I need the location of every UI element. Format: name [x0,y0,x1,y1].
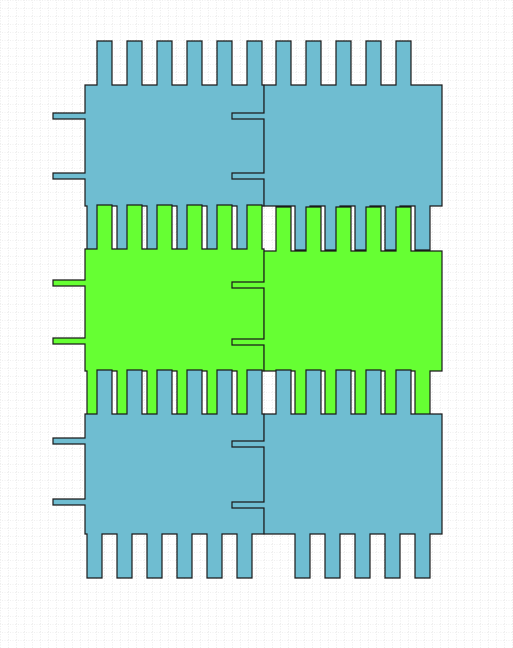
green-piece-middle-right [231,206,443,416]
blue-piece-bottom-right [231,369,443,579]
green-piece-middle-left [52,204,265,416]
blue-piece-bottom-left [52,369,265,579]
blue-piece-top-left [52,40,265,251]
blue-piece-top-right [231,40,443,251]
pieces-layer [52,40,443,579]
